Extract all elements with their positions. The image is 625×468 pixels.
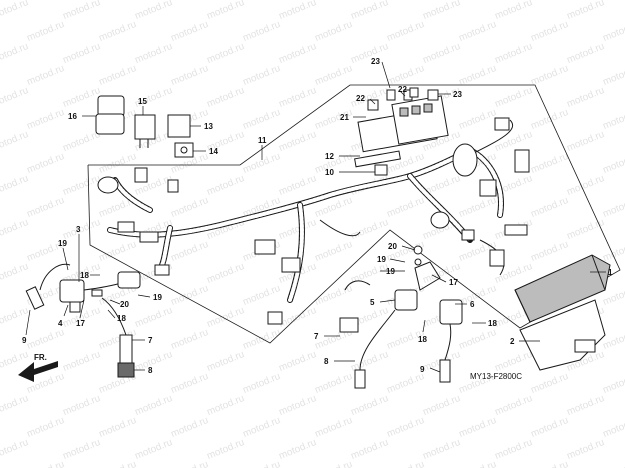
part-number-8-right: 8 — [324, 357, 329, 366]
part-number-labels: 1 2 3 4 5 6 7 7 8 8 9 9 10 11 12 13 14 1… — [22, 57, 613, 381]
part-number-18-b: 18 — [117, 314, 126, 323]
part-number-6: 6 — [470, 300, 475, 309]
part-number-21: 21 — [340, 113, 349, 122]
part-number-23-b: 23 — [453, 90, 462, 99]
part-number-12: 12 — [325, 152, 334, 161]
part-number-18-a: 18 — [80, 271, 89, 280]
part-number-8-left: 8 — [148, 366, 153, 375]
part-number-3: 3 — [76, 225, 81, 234]
leader-lines — [25, 61, 606, 373]
part-number-18-d: 18 — [488, 319, 497, 328]
part-number-19-c: 19 — [377, 255, 386, 264]
part-number-11: 11 — [258, 136, 267, 145]
part-number-13: 13 — [204, 122, 213, 131]
part-number-4: 4 — [58, 319, 63, 328]
ignition-control-module — [514, 254, 611, 323]
part-number-23-a: 23 — [371, 57, 380, 66]
part-number-2: 2 — [510, 337, 515, 346]
part-number-7-left: 7 — [148, 336, 153, 345]
part-number-9-right: 9 — [420, 365, 425, 374]
part-number-22-b: 22 — [398, 85, 407, 94]
part-number-16: 16 — [68, 112, 77, 121]
part-number-15: 15 — [138, 97, 147, 106]
ignition-coil-right — [339, 245, 463, 389]
part-number-20-b: 20 — [388, 242, 397, 251]
part-number-17-left: 17 — [76, 319, 85, 328]
harness-connectors — [97, 117, 530, 325]
part-number-22-a: 22 — [356, 94, 365, 103]
relays — [95, 95, 194, 158]
part-number-17-right: 17 — [449, 278, 458, 287]
front-direction-arrow — [18, 361, 58, 382]
part-number-14: 14 — [209, 147, 218, 156]
main-wire-harness — [107, 119, 513, 303]
part-number-9-left: 9 — [22, 336, 27, 345]
part-number-19-b: 19 — [153, 293, 162, 302]
module-case — [519, 299, 606, 371]
ignition-coil-left — [25, 263, 141, 378]
part-number-7-right: 7 — [314, 332, 319, 341]
part-number-10: 10 — [325, 168, 334, 177]
part-number-18-c: 18 — [418, 335, 427, 344]
diagram-code: MY13-F2800C — [470, 372, 522, 381]
part-number-1: 1 — [608, 268, 613, 277]
fuse-box — [354, 87, 449, 176]
direction-label: FR. — [34, 353, 47, 362]
part-number-5: 5 — [370, 298, 375, 307]
part-number-19-a: 19 — [58, 239, 67, 248]
part-number-20-a: 20 — [120, 300, 129, 309]
part-number-19-d: 19 — [386, 267, 395, 276]
